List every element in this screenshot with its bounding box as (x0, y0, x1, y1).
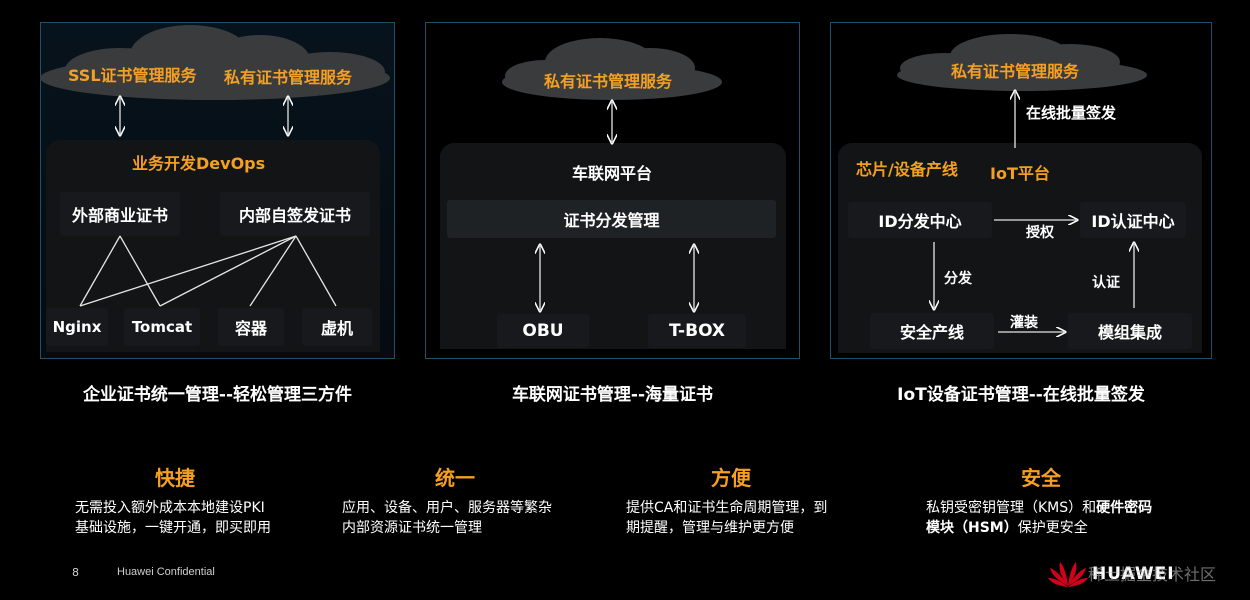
target-vm: 虚机 (302, 308, 372, 346)
box-external-cert: 外部商业证书 (60, 192, 180, 236)
caption-enterprise: 企业证书统一管理--轻松管理三方件 (82, 385, 353, 405)
platform-title-vehicle: 车联网平台 (572, 164, 653, 183)
caption-iot: IoT设备证书管理--在线批量签发 (897, 385, 1145, 405)
page-number: 8 (72, 566, 79, 579)
feature-desc-secure: 私钥受密钥管理（KMS）和硬件密码 模块（HSM）保护更安全 (926, 500, 1153, 536)
target-obu: OBU (497, 314, 589, 348)
target-nginx: Nginx (46, 308, 108, 346)
panel-vehicle (425, 22, 800, 359)
box-secure-line: 安全产线 (870, 313, 994, 349)
platform-title-iot: IoT平台 (990, 164, 1050, 183)
huawei-logo-icon (1048, 562, 1088, 587)
feature-desc-convenient: 提供CA和证书生命周期管理，到 期提醒，管理与维护更方便 (626, 500, 828, 536)
feature-title-secure: 安全 (1021, 466, 1061, 490)
feature-title-fast: 快捷 (155, 466, 195, 490)
target-container: 容器 (218, 308, 284, 346)
edge-label-authorize: 授权 (1026, 225, 1054, 241)
cloud-label-ssl: SSL证书管理服务 (68, 66, 197, 85)
edge-label-distribute: 分发 (944, 271, 972, 287)
feature-title-convenient: 方便 (711, 466, 751, 490)
cloud-label-private-3: 私有证书管理服务 (951, 62, 1080, 81)
feature-desc-fast: 无需投入额外成本本地建设PKI 基础设施，一键开通，即买即用 (75, 500, 271, 536)
platform-title-chip-line: 芯片/设备产线 (856, 160, 958, 179)
panel-iot (830, 22, 1212, 359)
target-tbox: T-BOX (648, 314, 746, 348)
feature-desc-unified: 应用、设备、用户、服务器等繁杂 内部资源证书统一管理 (342, 500, 552, 536)
cloud-label-private-2: 私有证书管理服务 (544, 72, 673, 91)
watermark: 稀土掘金技术社区 (1088, 565, 1217, 584)
edge-label-authenticate: 认证 (1092, 275, 1120, 291)
box-id-distribution: ID分发中心 (848, 202, 992, 238)
edge-label-flash: 灌装 (1010, 315, 1038, 331)
caption-vehicle: 车联网证书管理--海量证书 (511, 385, 714, 405)
box-internal-cert: 内部自签发证书 (220, 192, 370, 236)
confidential-label: Huawei Confidential (117, 566, 215, 578)
platform-title-devops: 业务开发DevOps (132, 154, 266, 173)
cloud-label-private: 私有证书管理服务 (224, 68, 353, 87)
box-module-integration: 模组集成 (1068, 313, 1192, 349)
huawei-logo-text: HUAWEI (1092, 564, 1175, 584)
box-id-auth: ID认证中心 (1080, 202, 1186, 238)
box-cert-distribution: 证书分发管理 (447, 200, 776, 238)
arrow-label-batch-sign: 在线批量签发 (1026, 104, 1117, 122)
feature-title-unified: 统一 (435, 466, 475, 490)
target-tomcat: Tomcat (124, 308, 200, 346)
